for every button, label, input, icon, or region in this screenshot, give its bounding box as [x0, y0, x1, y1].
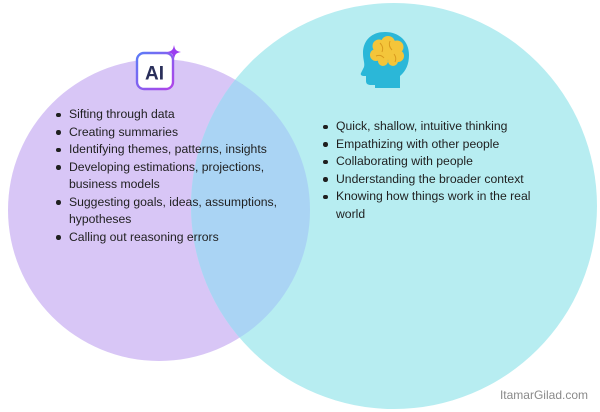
list-item: Sifting through data — [54, 106, 304, 124]
ai-capabilities-list: Sifting through data Creating summaries … — [54, 106, 304, 246]
brain-shape — [370, 36, 404, 66]
watermark: ItamarGilad.com — [499, 388, 588, 402]
list-item: Collaborating with people — [321, 153, 546, 171]
list-item: Identifying themes, patterns, insights — [54, 141, 304, 159]
list-item: Knowing how things work in the real worl… — [321, 188, 546, 223]
ai-badge-label: AI — [145, 64, 164, 85]
list-item: Understanding the broader context — [321, 171, 546, 189]
human-circle — [191, 3, 597, 409]
list-item: Quick, shallow, intuitive thinking — [321, 118, 546, 136]
list-item: Developing estimations, projections, bus… — [54, 159, 304, 194]
list-item: Suggesting goals, ideas, assumptions, hy… — [54, 194, 304, 229]
list-item: Calling out reasoning errors — [54, 229, 304, 247]
ai-sparkle-icon: AI — [135, 45, 181, 91]
sparkle-icon — [167, 45, 181, 59]
list-item: Creating summaries — [54, 124, 304, 142]
head-brain-icon — [360, 32, 409, 88]
human-capabilities-list: Quick, shallow, intuitive thinking Empat… — [321, 118, 546, 223]
list-item: Empathizing with other people — [321, 136, 546, 154]
